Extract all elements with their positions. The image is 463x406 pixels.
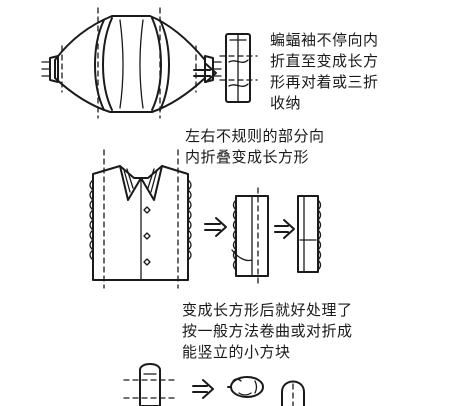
caption-line: 形再对着或三折 [270,73,379,91]
half-folded-shirt-icon [231,187,269,285]
caption-line: 左右不规则的部分向 [185,127,325,145]
caption-line: 收纳 [270,94,302,112]
caption-line: 折直至变成长方 [270,52,379,70]
caption-line: 蝙蝠袖不停向内 [270,31,379,49]
standing-block-icon [281,380,305,406]
collar-shirt-illustration [89,149,192,289]
folded-rectangle-icon [297,195,322,273]
roll-icon [227,376,264,398]
caption-line: 能竖立的小方块 [182,343,291,361]
arrow-icon [192,379,214,399]
batwing-shirt-illustration [41,7,222,119]
rolled-shirt-illustration [123,363,177,406]
caption-line: 变成长方形后就好处理了 [182,301,353,319]
caption-line: 内折叠变成长方形 [185,148,310,166]
step3-caption: 变成长方形后就好处理了 按一般方法卷曲或对折成 能竖立的小方块 [182,300,353,363]
step2-caption: 左右不规则的部分向 内折叠变成长方形 [185,126,325,168]
folded-rectangle-icon [219,33,258,103]
arrow-icon [274,219,295,239]
arrow-icon [193,63,217,83]
arrow-icon [204,217,227,237]
step1-caption: 蝙蝠袖不停向内 折直至变成长方 形再对着或三折 收纳 [270,30,379,114]
caption-line: 按一般方法卷曲或对折成 [182,322,353,340]
